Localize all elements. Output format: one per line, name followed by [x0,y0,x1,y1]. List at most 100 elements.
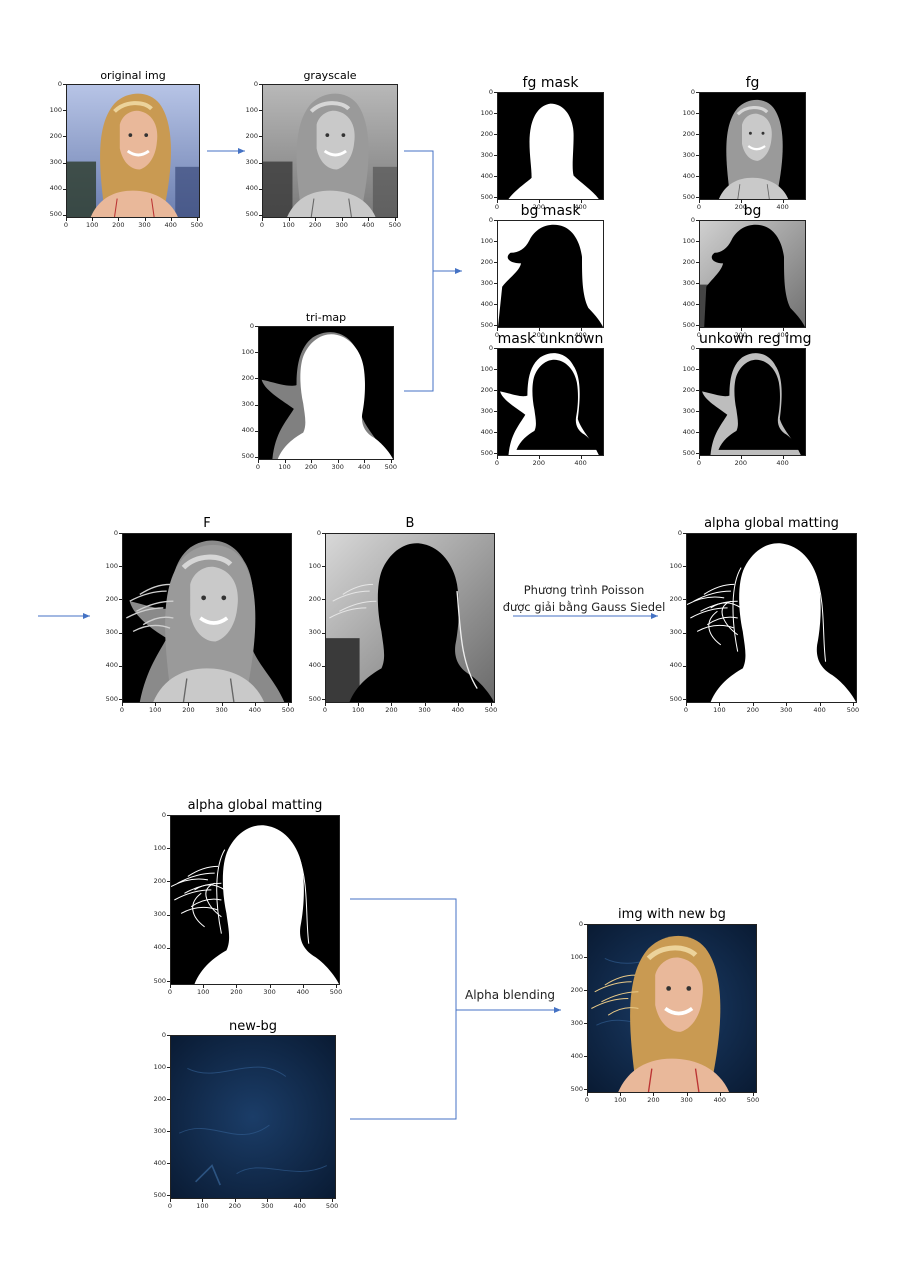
x-tick-label: 0 [696,203,702,211]
x-tick-label: 500 [388,221,402,229]
y-tick-mark [584,924,587,925]
y-tick-mark [696,113,699,115]
y-tick-mark [167,1163,170,1165]
x-tick-label: 500 [384,463,398,471]
y-tick-label: 500 [480,320,493,329]
x-tick-mark [852,703,854,706]
y-tick-mark [696,197,699,199]
y-tick-mark [259,110,262,112]
y-tick-mark [167,1035,170,1036]
x-tick-mark [699,456,700,459]
y-tick-mark [696,304,699,306]
x-tick-label: 400 [164,221,177,229]
y-tick-label: 300 [682,150,695,159]
x-tick-mark [188,703,190,706]
panel-title: B [405,516,415,531]
y-tick-mark [63,84,66,85]
x-tick-label: 200 [647,1096,660,1104]
x-tick-mark [620,1093,622,1096]
y-tick-label: 200 [682,257,695,266]
x-tick-label: 200 [734,203,747,211]
y-tick-label: 300 [241,400,254,409]
x-tick-mark [391,703,393,706]
bracket-alpha-newbg-to-result [350,898,561,1120]
y-tick-label: 0 [57,79,62,88]
x-tick-mark [819,703,821,706]
x-tick-label: 100 [148,706,162,714]
y-tick-label: 400 [669,661,682,670]
panel-title: alpha global matting [704,516,839,531]
y-tick-label: 0 [161,1030,166,1039]
y-tick-label: 300 [308,628,321,637]
y-tick-mark [494,411,497,413]
x-tick-label: 400 [362,221,375,229]
y-tick-label: 500 [682,320,695,329]
x-tick-label: 200 [308,221,322,229]
y-tick-label: 100 [308,561,321,570]
x-tick-label: 500 [746,1096,760,1104]
x-tick-mark [686,1093,688,1096]
y-tick-mark [255,430,258,432]
y-tick-label: 400 [570,1051,583,1060]
y-tick-label: 500 [153,976,166,985]
x-tick-label: 100 [613,1096,627,1104]
panel-image [262,84,398,218]
x-tick-label: 400 [574,331,587,339]
panel-image [497,348,604,456]
x-tick-mark [284,460,286,463]
x-tick-label: 200 [385,706,398,714]
x-tick-mark [92,218,94,221]
y-tick-label: 200 [308,594,321,603]
x-tick-mark [122,703,123,706]
x-tick-label: 100 [351,706,365,714]
x-tick-mark [538,200,540,203]
panel-title: bg mask [520,203,581,219]
y-tick-label: 0 [253,79,258,88]
x-tick-mark [699,328,700,331]
x-tick-mark [497,456,498,459]
panel-title: new-bg [228,1019,278,1034]
x-tick-label: 0 [259,221,265,229]
y-tick-mark [696,283,699,285]
x-tick-mark [267,1199,269,1202]
y-tick-mark [167,1067,170,1069]
x-tick-mark [341,218,343,221]
y-tick-mark [494,113,497,115]
y-tick-label: 500 [682,448,695,457]
y-tick-mark [63,188,66,190]
y-tick-label: 200 [682,129,695,138]
y-tick-label: 500 [153,1190,166,1199]
y-tick-label: 100 [682,108,695,117]
x-tick-label: 200 [112,221,125,229]
y-tick-label: 400 [480,427,493,436]
y-tick-label: 100 [480,364,493,373]
x-tick-mark [302,985,304,988]
y-tick-label: 400 [49,184,62,193]
y-tick-label: 500 [480,448,493,457]
panel-image [170,815,340,985]
y-tick-label: 300 [245,158,258,167]
y-tick-mark [584,1023,587,1025]
y-tick-mark [259,188,262,190]
x-tick-mark [457,703,459,706]
y-tick-mark [696,220,699,221]
x-tick-mark [118,218,120,221]
y-tick-label: 400 [245,184,258,193]
x-tick-label: 300 [215,706,228,714]
y-tick-mark [167,815,170,816]
y-tick-label: 200 [669,594,682,603]
panel-image [170,1035,336,1199]
y-tick-mark [167,848,170,850]
x-tick-mark [364,460,366,463]
x-tick-mark [740,200,742,203]
y-tick-label: 200 [49,131,62,140]
y-tick-label: 500 [570,1084,583,1093]
x-tick-mark [258,460,259,463]
y-tick-mark [683,632,686,634]
panel-title: original img [100,69,166,82]
